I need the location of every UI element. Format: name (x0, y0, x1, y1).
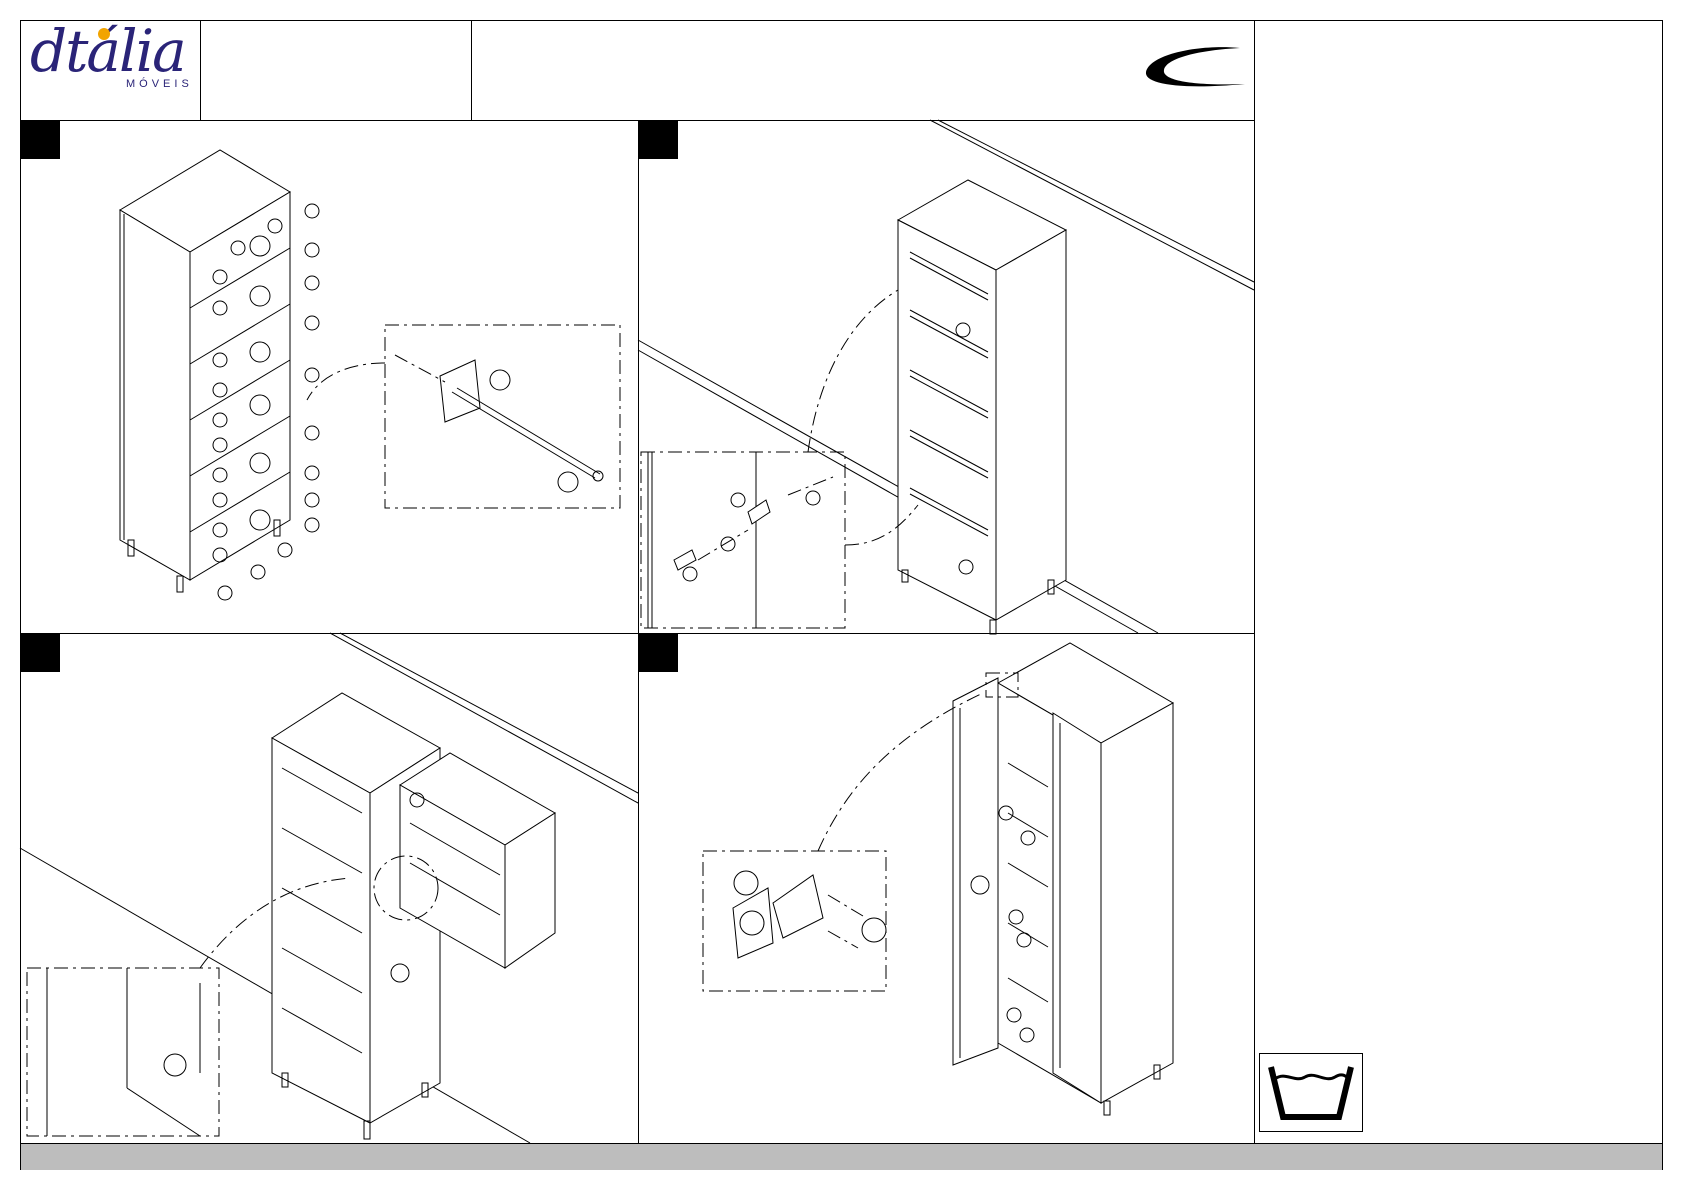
brand-subtitle: MÓVEIS (126, 78, 193, 90)
header-cell-divider (200, 20, 201, 120)
panel-4-illustration (638, 633, 1254, 1143)
header-cell-divider (471, 20, 472, 120)
logo-accent-dot (98, 28, 110, 40)
panel-2-illustration (638, 120, 1254, 633)
panel-1-illustration (20, 120, 638, 633)
wash-basin-icon (1259, 1053, 1363, 1132)
swoosh-logo-icon (1140, 44, 1250, 94)
sidebar-divider (1254, 20, 1255, 1143)
panel-3-illustration (20, 633, 638, 1143)
page-footer-bar (21, 1143, 1662, 1170)
